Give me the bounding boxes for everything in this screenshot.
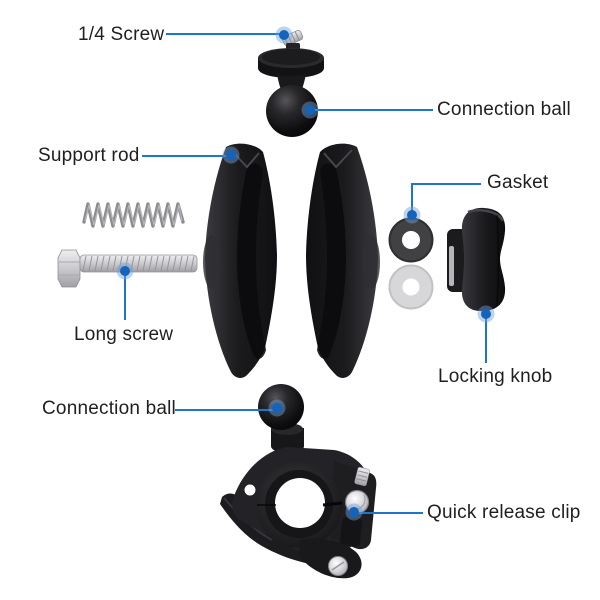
leader-gasket [403, 183, 481, 224]
label-gasket: Gasket [487, 172, 549, 193]
label-locking-knob: Locking knob [438, 366, 553, 387]
leader-quick-release-clip [345, 503, 423, 521]
leader-connection-ball-bottom [175, 399, 286, 417]
spring-part [82, 202, 185, 228]
label-connection-ball-top: Connection ball [437, 99, 571, 120]
locking-knob-part [447, 207, 506, 312]
label-long-screw: Long screw [74, 324, 174, 345]
connection-ball-bottom-part [258, 384, 304, 453]
leader-quarter-screw [166, 26, 293, 44]
support-rod-part [203, 143, 380, 378]
label-quick-release-clip: Quick release clip [427, 502, 581, 523]
gasket-dark-part [388, 217, 434, 263]
leader-locking-knob [477, 305, 495, 363]
connection-ball-top-part [266, 85, 318, 137]
label-connection-ball-bottom: Connection ball [42, 398, 176, 419]
handlebar-clamp-part [220, 447, 377, 579]
leader-connection-ball-top [301, 101, 433, 119]
long-screw-part [57, 249, 198, 288]
leader-long-screw [116, 262, 134, 320]
leader-support-rod [142, 146, 240, 164]
gasket-light-part [388, 264, 434, 310]
label-support-rod: Support rod [38, 145, 140, 166]
label-quarter-screw: 1/4 Screw [78, 24, 165, 45]
ball-head-base [258, 48, 324, 96]
